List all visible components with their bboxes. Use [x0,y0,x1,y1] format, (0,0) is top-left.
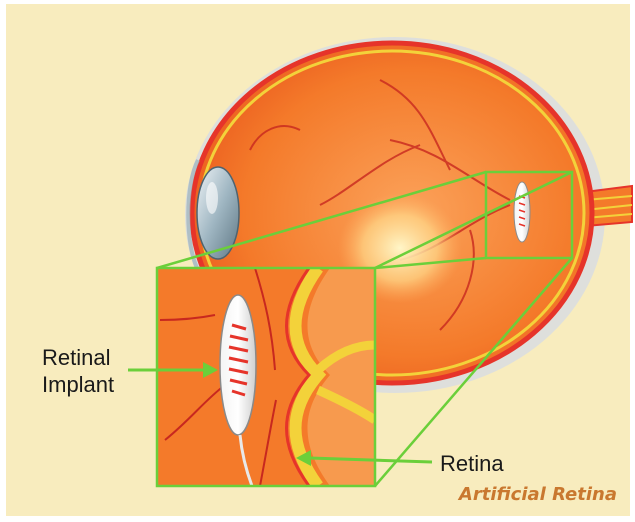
zoom-inset [157,268,375,486]
retinal-implant-label-line2: Implant [42,373,114,397]
retina-label: Retina [440,452,504,476]
retinal-implant-icon [514,182,530,242]
retinal-implant-label-line1: Retinal [42,346,110,370]
diagram-caption: Artificial Retina [459,484,617,505]
